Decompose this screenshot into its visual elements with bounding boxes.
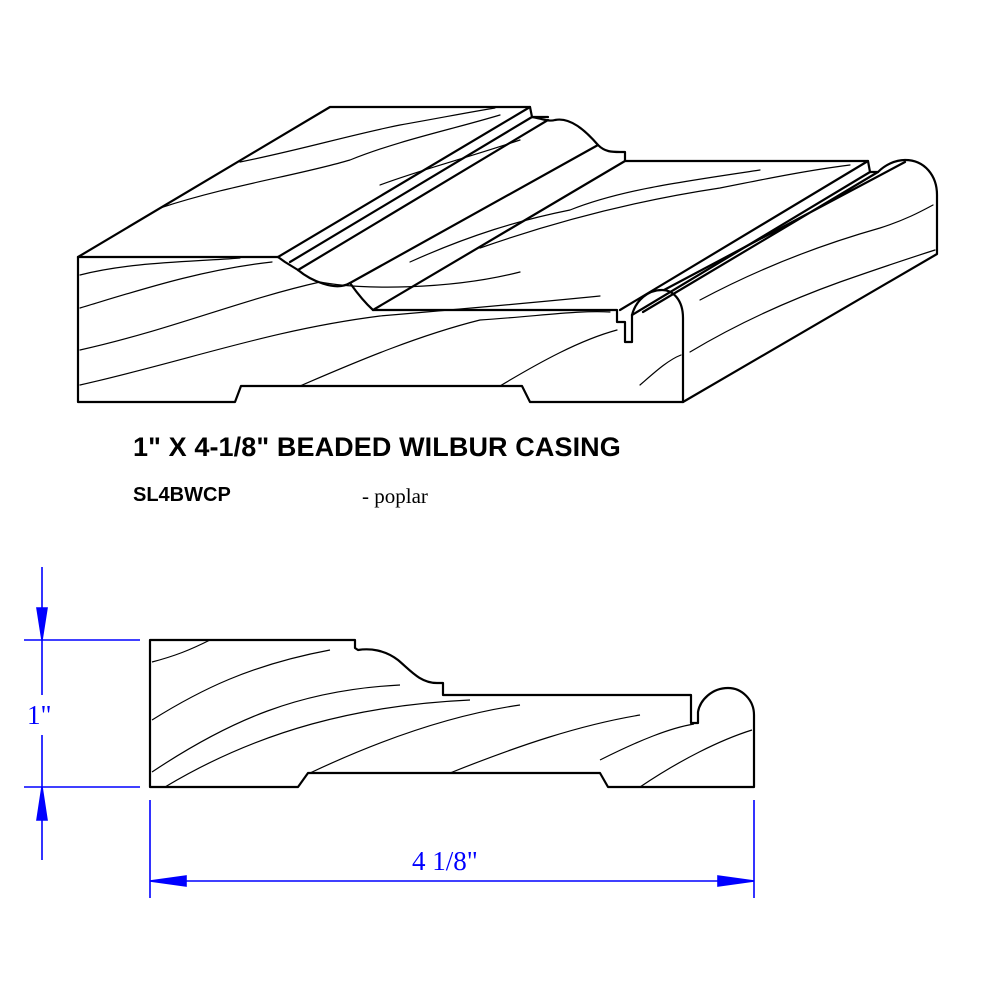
product-material: - poplar bbox=[362, 484, 428, 508]
isometric-view bbox=[76, 105, 939, 404]
iso-top-flat-left bbox=[76, 105, 532, 259]
thickness-arrow-bottom bbox=[36, 786, 48, 821]
iso-ogee-edge bbox=[296, 118, 600, 285]
iso-front-face bbox=[76, 255, 685, 404]
dimension-lines bbox=[24, 567, 755, 898]
iso-ogee-top bbox=[530, 115, 627, 163]
profile-view bbox=[148, 638, 756, 789]
thickness-arrow-top bbox=[36, 607, 48, 641]
width-arrow-left bbox=[149, 875, 187, 887]
thickness-label: 1" bbox=[27, 700, 52, 730]
product-sku: SL4BWCP bbox=[133, 484, 231, 506]
profile-outline bbox=[148, 638, 756, 789]
iso-fillet-left bbox=[288, 105, 550, 264]
iso-bead-top bbox=[681, 158, 939, 404]
iso-step bbox=[371, 159, 870, 312]
iso-top-grain bbox=[159, 107, 936, 353]
width-arrow-right bbox=[717, 875, 755, 887]
width-label: 4 1/8" bbox=[412, 846, 478, 876]
iso-front-grain bbox=[79, 257, 682, 387]
profile-grain bbox=[151, 639, 753, 788]
iso-bead-edge bbox=[641, 160, 907, 314]
product-title: 1" X 4-1/8" BEADED WILBUR CASING bbox=[133, 432, 621, 462]
